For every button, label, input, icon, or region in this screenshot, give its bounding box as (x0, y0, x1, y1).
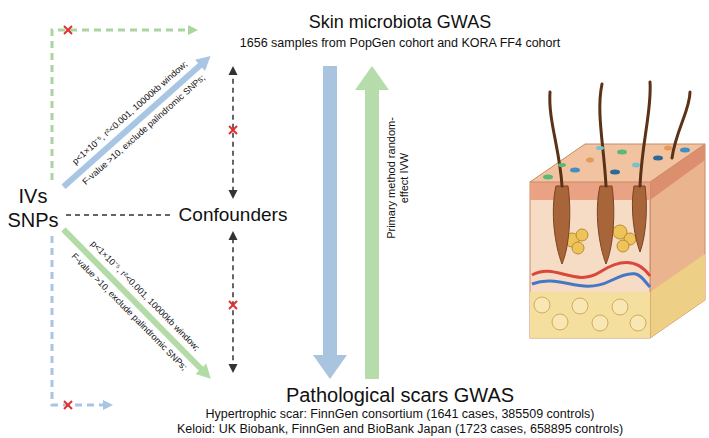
node-heading: Pathological scars GWAS (115, 383, 685, 407)
cross-mark (229, 126, 237, 134)
selection-arrow (63, 229, 210, 378)
arrow-head (229, 364, 238, 373)
vein (532, 274, 650, 287)
arrow-head (229, 231, 238, 240)
bacterium (570, 168, 580, 173)
cross-stroke (64, 26, 72, 34)
hair (600, 84, 606, 186)
hair-follicle (632, 186, 646, 252)
node-heading: IVs SNPs (4, 184, 62, 232)
hair (640, 82, 650, 186)
arrow-head (195, 56, 210, 71)
confounder-link (229, 66, 238, 199)
bacterium (543, 175, 553, 180)
bacterium (664, 146, 672, 151)
cross-stroke (64, 401, 72, 409)
bacterium (653, 156, 663, 161)
skin-illustration (530, 82, 705, 338)
connector-line (63, 229, 203, 370)
fat-cell (572, 298, 588, 314)
arrow-head (229, 66, 238, 75)
edge-label: Primary method random-effect IVW (385, 113, 411, 243)
fat-layer-side (650, 254, 705, 338)
cross-stroke (229, 301, 237, 309)
hair (672, 92, 690, 158)
criteria-note: F-value >10, exclude palindromic SNPs; (69, 251, 189, 373)
node-heading: Confounders (176, 203, 290, 227)
bacterium (596, 146, 604, 150)
cross-mark (64, 26, 72, 34)
fat-cell (592, 315, 608, 331)
fat-layer-front (530, 292, 650, 338)
node-text: Keloid: UK Biobank, FinnGen and BioBank … (115, 422, 685, 437)
bacterium (617, 150, 627, 155)
selection-arrow (63, 56, 210, 187)
bacterium (632, 163, 640, 168)
cross-mark (64, 401, 72, 409)
hair (550, 92, 562, 186)
dermis-front (530, 182, 650, 338)
confounder-link (66, 215, 172, 216)
bacterium (610, 170, 620, 175)
connector-line (365, 85, 379, 379)
cross-stroke (229, 126, 237, 134)
instrument-node: IVs SNPs (4, 184, 62, 232)
connector-line (63, 63, 202, 186)
exposure-node: Skin microbiota GWAS1656 samples from Po… (200, 10, 600, 52)
connector-line (232, 238, 234, 366)
cross-stroke (64, 26, 72, 34)
node-heading: Skin microbiota GWAS (200, 10, 600, 34)
arrow-head (188, 25, 198, 35)
arrow-head (196, 363, 211, 378)
bacterium (586, 158, 594, 163)
connector-line (323, 66, 337, 360)
cross-stroke (64, 401, 72, 409)
fat-cell (534, 297, 550, 313)
gland (617, 240, 629, 252)
arrow-head (355, 66, 389, 90)
connector-line (66, 214, 172, 216)
node-text: Hypertrophic scar: FinnGen consortium (1… (115, 407, 685, 422)
fat-cell (612, 299, 628, 315)
cross-mark (229, 301, 237, 309)
connector-line (232, 73, 234, 192)
bacterium (680, 148, 690, 153)
gland (576, 229, 588, 241)
confounder-link (229, 231, 238, 373)
cross-stroke (229, 126, 237, 134)
hair-follicle (597, 186, 613, 264)
fat-cell (552, 314, 568, 330)
fat-cell (630, 315, 646, 331)
bacterium (558, 163, 566, 167)
arrow-head (103, 400, 113, 410)
mr-direction-arrow (313, 66, 347, 379)
criteria-note: F-value >10, exclude palindromic SNPs; (81, 72, 208, 187)
cross-stroke (229, 301, 237, 309)
confounder-node: Confounders (176, 203, 290, 227)
hair-follicle (553, 186, 569, 264)
edge-label: p<1×10⁻⁵, r²<0.001, 10000kb window; (70, 59, 190, 167)
epidermis-front (530, 182, 650, 200)
gland (572, 242, 584, 254)
arrow-head (229, 190, 238, 199)
arrow-head (313, 355, 347, 379)
node-text: 1656 samples from PopGen cohort and KORA… (200, 34, 600, 52)
outcome-node: Pathological scars GWASHypertrophic scar… (115, 383, 685, 437)
mr-direction-arrow (355, 66, 389, 379)
